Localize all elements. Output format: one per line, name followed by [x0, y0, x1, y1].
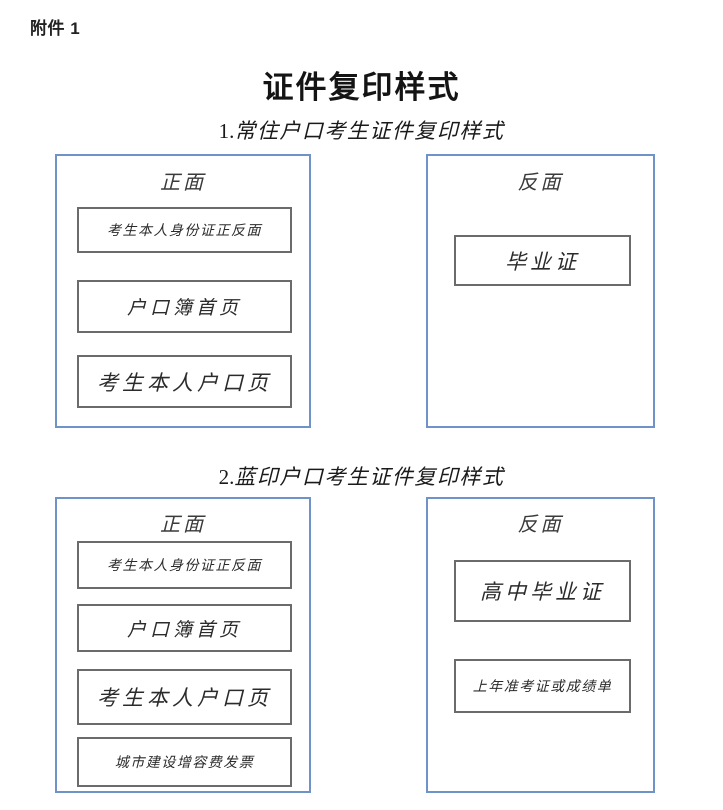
item-box: 考生本人户口页 — [77, 669, 292, 725]
section-number-1: 1. — [218, 119, 235, 143]
panel-heading-front-1: 正面 — [160, 172, 206, 194]
panel-heading-back-1: 反面 — [517, 172, 564, 194]
section-heading-1: 常住户口考生证件复印样式 — [234, 119, 505, 143]
panel-front-section-1: 正面 考生本人身份证正反面 户口簿首页 考生本人户口页 — [55, 154, 311, 428]
item-box: 城市建设增容费发票 — [77, 737, 292, 787]
item-box: 考生本人身份证正反面 — [77, 207, 292, 253]
panel-heading-front-2: 正面 — [160, 514, 206, 536]
item-box: 高中毕业证 — [454, 560, 631, 622]
section-title-1: 1.常住户口考生证件复印样式 — [0, 115, 723, 145]
section-heading-2: 蓝印户口考生证件复印样式 — [234, 465, 505, 489]
item-box: 上年准考证或成绩单 — [454, 659, 631, 713]
section-number-2: 2. — [218, 465, 235, 489]
item-box: 考生本人户口页 — [77, 355, 292, 408]
item-box: 考生本人身份证正反面 — [77, 541, 292, 589]
panel-front-section-2: 正面 考生本人身份证正反面 户口簿首页 考生本人户口页 城市建设增容费发票 — [55, 497, 311, 793]
item-box: 户口簿首页 — [77, 280, 292, 333]
attachment-label: 附件 1 — [30, 19, 81, 38]
section-title-2: 2.蓝印户口考生证件复印样式 — [0, 461, 723, 491]
item-box: 户口簿首页 — [77, 604, 292, 652]
page-title: 证件复印样式 — [262, 70, 461, 105]
item-box: 毕业证 — [454, 235, 631, 286]
panel-back-section-2: 反面 高中毕业证 上年准考证或成绩单 — [426, 497, 655, 793]
panel-back-section-1: 反面 毕业证 — [426, 154, 655, 428]
panel-heading-back-2: 反面 — [517, 514, 564, 536]
